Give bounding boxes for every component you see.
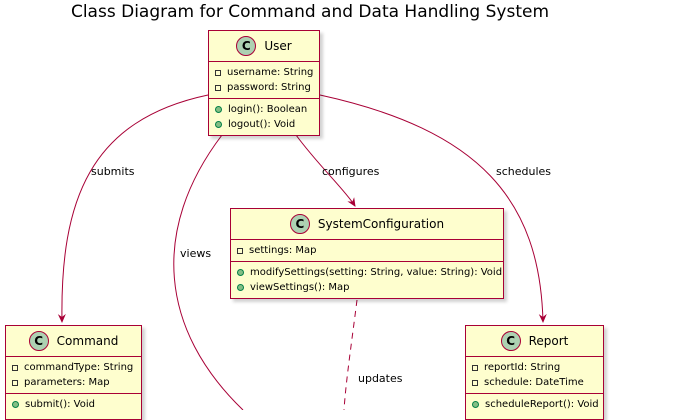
operations-section: modifySettings(setting: String, value: S…	[231, 262, 503, 298]
operation: modifySettings(setting: String, value: S…	[237, 265, 502, 280]
public-method-icon	[215, 106, 222, 113]
private-field-icon	[472, 364, 478, 371]
attribute-text: settings: Map	[249, 245, 317, 256]
class-system-configuration[interactable]: C SystemConfiguration settings: Map modi…	[230, 208, 504, 299]
operation: viewSettings(): Map	[237, 280, 497, 295]
class-header: C Command	[6, 326, 141, 357]
private-field-icon	[215, 84, 221, 91]
attribute: schedule: DateTime	[472, 375, 597, 390]
private-field-icon	[237, 247, 243, 254]
class-header: C User	[209, 31, 319, 62]
private-field-icon	[12, 379, 18, 386]
attributes-section: reportId: String schedule: DateTime	[466, 357, 603, 394]
attributes-section: commandType: String parameters: Map	[6, 357, 141, 394]
edge-user-configures-systemconfiguration	[295, 134, 356, 207]
operation: scheduleReport(): Void	[472, 397, 599, 412]
class-header: C Report	[466, 326, 603, 357]
edge-user-views	[173, 134, 244, 410]
public-method-icon	[237, 284, 244, 291]
attribute-text: commandType: String	[24, 362, 134, 373]
attribute: commandType: String	[12, 360, 135, 375]
class-report[interactable]: C Report reportId: String schedule: Date…	[465, 325, 604, 420]
edge-label-submits: submits	[91, 165, 135, 178]
class-name: SystemConfiguration	[317, 217, 445, 231]
class-badge-icon: C	[289, 214, 310, 234]
attribute: parameters: Map	[12, 375, 135, 390]
class-command[interactable]: C Command commandType: String parameters…	[5, 325, 142, 420]
operation-text: scheduleReport(): Void	[485, 399, 599, 410]
private-field-icon	[472, 379, 478, 386]
edge-label-views: views	[180, 247, 212, 260]
public-method-icon	[12, 401, 19, 408]
edge-systemconfiguration-updates	[343, 299, 358, 410]
attributes-section: username: String password: String	[209, 62, 319, 99]
operations-section: scheduleReport(): Void	[466, 394, 603, 415]
class-name: Report	[528, 334, 569, 348]
public-method-icon	[237, 269, 244, 276]
class-badge-icon: C	[236, 36, 257, 56]
operation: submit(): Void	[12, 397, 135, 412]
class-header: C SystemConfiguration	[231, 209, 503, 240]
attribute: reportId: String	[472, 360, 597, 375]
edge-label-schedules: schedules	[496, 165, 552, 178]
public-method-icon	[215, 121, 222, 128]
class-name: Command	[56, 334, 119, 348]
private-field-icon	[12, 364, 18, 371]
operation-text: submit(): Void	[25, 399, 95, 410]
attribute-text: reportId: String	[484, 362, 561, 373]
diagram-title: Class Diagram for Command and Data Handl…	[70, 2, 550, 22]
class-user[interactable]: C User username: String password: String…	[208, 30, 320, 136]
relation-edges	[57, 94, 547, 410]
operation-text: viewSettings(): Map	[250, 282, 350, 293]
public-method-icon	[472, 401, 479, 408]
attribute: settings: Map	[237, 243, 497, 258]
edge-label-configures: configures	[322, 165, 380, 178]
attribute: password: String	[215, 80, 313, 95]
operation: login(): Boolean	[215, 102, 313, 117]
attribute-text: parameters: Map	[24, 377, 110, 388]
class-badge-icon: C	[500, 331, 521, 351]
operation-text: modifySettings(setting: String, value: S…	[250, 267, 503, 278]
operations-section: login(): Boolean logout(): Void	[209, 99, 319, 135]
private-field-icon	[215, 69, 221, 76]
class-badge-icon: C	[28, 331, 49, 351]
attribute: username: String	[215, 65, 313, 80]
edge-label-updates: updates	[358, 372, 403, 385]
operations-section: submit(): Void	[6, 394, 141, 415]
operation-text: logout(): Void	[228, 119, 296, 130]
edge-user-submits-command	[57, 94, 209, 323]
operation-text: login(): Boolean	[228, 104, 308, 115]
class-name: User	[264, 39, 292, 53]
operation: logout(): Void	[215, 117, 313, 132]
attributes-section: settings: Map	[231, 240, 503, 262]
edge-user-schedules-report	[319, 94, 547, 323]
attribute-text: schedule: DateTime	[484, 377, 584, 388]
attribute-text: password: String	[227, 82, 311, 93]
attribute-text: username: String	[227, 67, 314, 78]
